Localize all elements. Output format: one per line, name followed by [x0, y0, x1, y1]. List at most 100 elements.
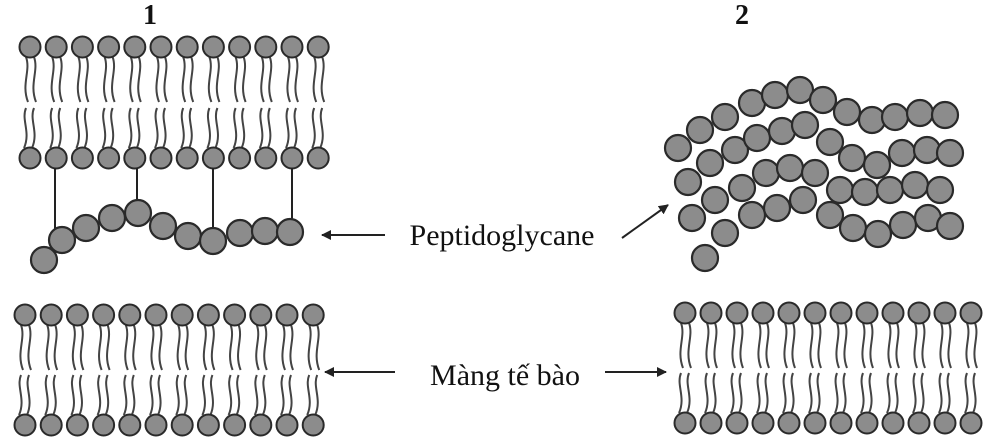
cell-membrane-2-head: [699, 301, 723, 325]
peptidoglycan-bead-2: [808, 85, 838, 115]
peptidoglycan-bead-2: [788, 185, 818, 215]
outer-membrane-1-tail: [109, 107, 115, 149]
outer-membrane-1-tail: [155, 56, 160, 103]
cell-membrane-1-tail: [176, 324, 182, 371]
cell-membrane-1-tail: [106, 324, 111, 371]
outer-membrane-1-head: [18, 35, 42, 59]
cell-membrane-1-tail: [26, 374, 31, 416]
cell-membrane-2-head: [933, 301, 957, 325]
cell-membrane-1-tail: [253, 374, 259, 416]
outer-membrane-1-tail: [154, 107, 159, 149]
cell-membrane-2-head: [855, 411, 879, 435]
cell-membrane-1-tail: [79, 324, 85, 371]
cell-membrane-1-tail: [210, 324, 216, 371]
cell-membrane-1-tail: [122, 374, 128, 416]
cell-membrane-2-tail: [843, 322, 848, 369]
peptidoglycan-bead-1: [198, 226, 228, 256]
cell-membrane-1-tail: [237, 324, 242, 371]
cell-membrane-2-tail: [965, 322, 970, 369]
peptidoglycan-bead-2: [880, 102, 910, 132]
outer-membrane-1-head: [201, 146, 225, 170]
cell-membrane-1-tail: [235, 374, 241, 416]
peptidoglycan-bead-2: [790, 110, 820, 140]
cell-membrane-2-head: [933, 411, 957, 435]
peptidoglycan-bead-2: [912, 135, 942, 165]
peptidoglycan-bead-2: [850, 177, 880, 207]
cell-membrane-1-tail: [157, 374, 162, 416]
cell-membrane-2-tail: [757, 322, 762, 369]
cell-membrane-2-tail: [861, 322, 866, 369]
outer-membrane-1-tail: [189, 56, 195, 103]
cell-membrane-1-tail: [45, 324, 51, 371]
outer-membrane-1-tail: [111, 56, 116, 103]
cell-membrane-1-tail: [78, 374, 83, 416]
outer-membrane-1-tail: [260, 56, 265, 103]
panel-1-number: 1: [143, 0, 157, 31]
outer-membrane-1-tail: [50, 56, 56, 103]
cell-membrane-1-head: [13, 413, 37, 437]
cell-membrane-1-tail: [19, 324, 24, 371]
peptidoglycan-bead-2: [663, 133, 693, 163]
cell-membrane-2-head: [699, 411, 723, 435]
outer-membrane-1-tail: [311, 107, 316, 149]
peptidoglycan-bead-1: [123, 198, 153, 228]
cell-membrane-2-tail: [791, 322, 796, 369]
cell-membrane-2-tail: [946, 372, 951, 414]
outer-membrane-1-tail: [137, 56, 142, 103]
cell-membrane-1-head: [39, 413, 63, 437]
outer-membrane-1-tail: [32, 56, 37, 103]
cell-membrane-1-head: [275, 303, 299, 327]
outer-membrane-1-tail: [49, 107, 54, 149]
cell-membrane-2-head: [725, 301, 749, 325]
outer-membrane-1-tail: [206, 107, 211, 149]
cell-membrane-2-tail: [808, 372, 813, 414]
peptidoglycan-bead-2: [742, 123, 772, 153]
cell-membrane-1-tail: [104, 374, 110, 416]
cell-membrane-1-tail: [209, 374, 214, 416]
cell-membrane-1-head: [196, 413, 220, 437]
outer-membrane-1-tail: [188, 107, 193, 149]
cell-membrane-2-tail: [686, 372, 691, 414]
peptidoglycan-bead-1: [275, 217, 305, 247]
cell-membrane-2-tail: [920, 372, 925, 414]
outer-membrane-1-tail: [129, 56, 134, 103]
outer-membrane-1-tail: [215, 56, 221, 103]
outer-membrane-1-tail: [319, 107, 324, 149]
outer-membrane-1-head: [18, 146, 42, 170]
cell-membrane-1-tail: [70, 374, 75, 416]
peptidoglycan-bead-2: [762, 193, 792, 223]
cell-membrane-2-tail: [894, 372, 899, 414]
peptidoglycan-bead-2: [767, 116, 797, 146]
cell-membrane-1-head: [170, 413, 194, 437]
cell-membrane-1-tail: [175, 374, 180, 416]
cell-membrane-1-head: [39, 303, 63, 327]
cell-membrane-1-head: [301, 413, 325, 437]
cell-membrane-1-head: [92, 413, 116, 437]
peptidoglycan-bead-1: [97, 203, 127, 233]
cell-membrane-1-tail: [96, 374, 102, 416]
outer-membrane-1-tail: [58, 56, 64, 103]
cell-membrane-1-tail: [280, 374, 285, 416]
cell-membrane-2-head: [803, 301, 827, 325]
cell-membrane-1-tail: [255, 324, 260, 371]
cell-membrane-1-tail: [132, 324, 137, 371]
outer-membrane-1-head: [254, 146, 278, 170]
peptidoglycan-bead-2: [710, 218, 740, 248]
cell-membrane-1-head: [275, 413, 299, 437]
peptidoglycan-bead-2: [832, 97, 862, 127]
cell-membrane-1-tail: [306, 374, 311, 416]
cell-membrane-1-head: [301, 303, 325, 327]
cell-membrane-1-tail: [27, 324, 32, 371]
cell-membrane-1-tail: [52, 374, 57, 416]
outer-membrane-1-tail: [286, 56, 291, 103]
outer-membrane-1-tail: [24, 56, 29, 103]
cell-membrane-2-head: [855, 301, 879, 325]
cell-membrane-2-tail: [704, 372, 709, 414]
outer-membrane-1-tail: [181, 56, 187, 103]
cell-membrane-label: Màng tế bào: [430, 359, 580, 392]
peptidoglycan-bead-2: [800, 158, 830, 188]
cell-membrane-1-head: [223, 413, 247, 437]
cell-membrane-1-head: [144, 303, 168, 327]
cell-membrane-2-head: [673, 301, 697, 325]
cell-membrane-1-tail: [149, 374, 154, 416]
